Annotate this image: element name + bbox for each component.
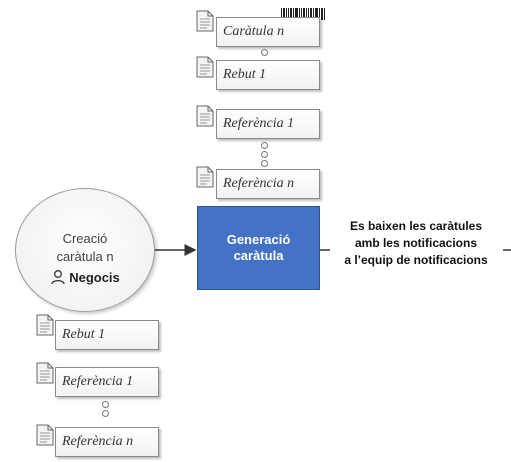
document-icon <box>196 105 214 127</box>
process-generacio-caratula: Generació caràtula <box>197 206 320 290</box>
doc-caratula-n: Caràtula n <box>216 17 320 47</box>
doc-rebut-1-bottom: Rebut 1 <box>55 320 159 350</box>
process-line1: Generació <box>226 232 291 247</box>
note-line1: Es baixen les caràtules <box>349 219 483 233</box>
user-icon <box>51 270 65 285</box>
doc-referencia-1-bottom: Referència 1 <box>55 367 159 397</box>
source-line2: caràtula n <box>56 249 114 264</box>
doc-label: Caràtula n <box>223 24 285 39</box>
document-icon <box>36 424 54 446</box>
owner-label: Negocis <box>69 269 120 285</box>
document-icon <box>196 166 214 188</box>
doc-referencia-n-top: Referència n <box>216 169 320 199</box>
note-line3: a l’equip de notificacions <box>344 253 488 267</box>
source-owner: Negocis <box>16 269 154 285</box>
doc-label: Referència 1 <box>62 374 134 389</box>
document-icon <box>196 56 214 78</box>
doc-label: Referència n <box>62 434 134 449</box>
document-icon <box>196 10 214 32</box>
doc-referencia-1-top: Referència 1 <box>216 109 320 139</box>
source-line1: Creació <box>62 231 108 246</box>
document-icon <box>36 362 54 384</box>
doc-rebut-1-top: Rebut 1 <box>216 60 320 90</box>
note-line2: amb les notificacions <box>354 236 478 250</box>
doc-label: Rebut 1 <box>62 327 106 342</box>
doc-referencia-n-bottom: Referència n <box>55 427 159 457</box>
barcode-icon <box>281 8 325 20</box>
doc-label: Referència 1 <box>223 116 295 131</box>
doc-label: Rebut 1 <box>223 67 267 82</box>
outcome-note: Es baixen les caràtules amb les notifica… <box>320 218 511 269</box>
continuation-dots <box>102 401 110 419</box>
source-node-negocis: Creació caràtula n Negocis <box>15 188 155 312</box>
continuation-dots <box>261 142 269 169</box>
document-icon <box>36 314 54 336</box>
process-line2: caràtula <box>233 248 284 263</box>
doc-label: Referència n <box>223 176 295 191</box>
continuation-dots <box>261 49 269 58</box>
